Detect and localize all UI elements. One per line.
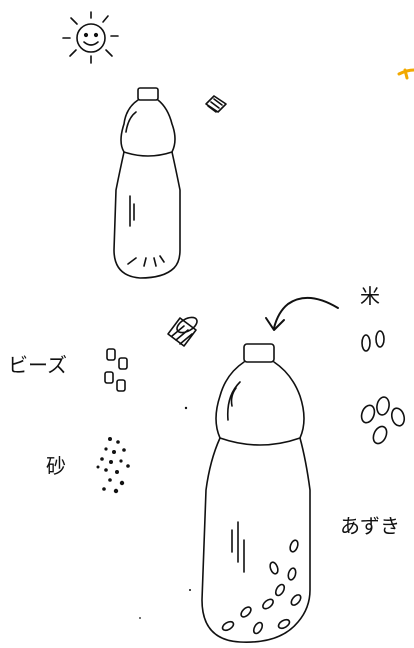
- sand-icon: [97, 437, 130, 493]
- rice-icon: [362, 331, 384, 351]
- arrow-icon: [266, 298, 338, 330]
- sun-icon: [63, 12, 118, 63]
- rice-label: 米: [360, 286, 380, 306]
- bottle-icon-large: [202, 344, 310, 642]
- accent-mark: [399, 70, 414, 78]
- beads-icon: [105, 349, 127, 391]
- speck-dots: [139, 407, 191, 619]
- bottle-cap-icon: [206, 96, 226, 112]
- beads-label: ビーズ: [8, 355, 67, 375]
- bottle-cap-icon-large: [168, 314, 200, 346]
- sand-label: 砂: [46, 456, 66, 476]
- bottle-icon: [114, 88, 180, 278]
- azuki-icon: [359, 396, 406, 446]
- azuki-label: あずき: [340, 516, 400, 536]
